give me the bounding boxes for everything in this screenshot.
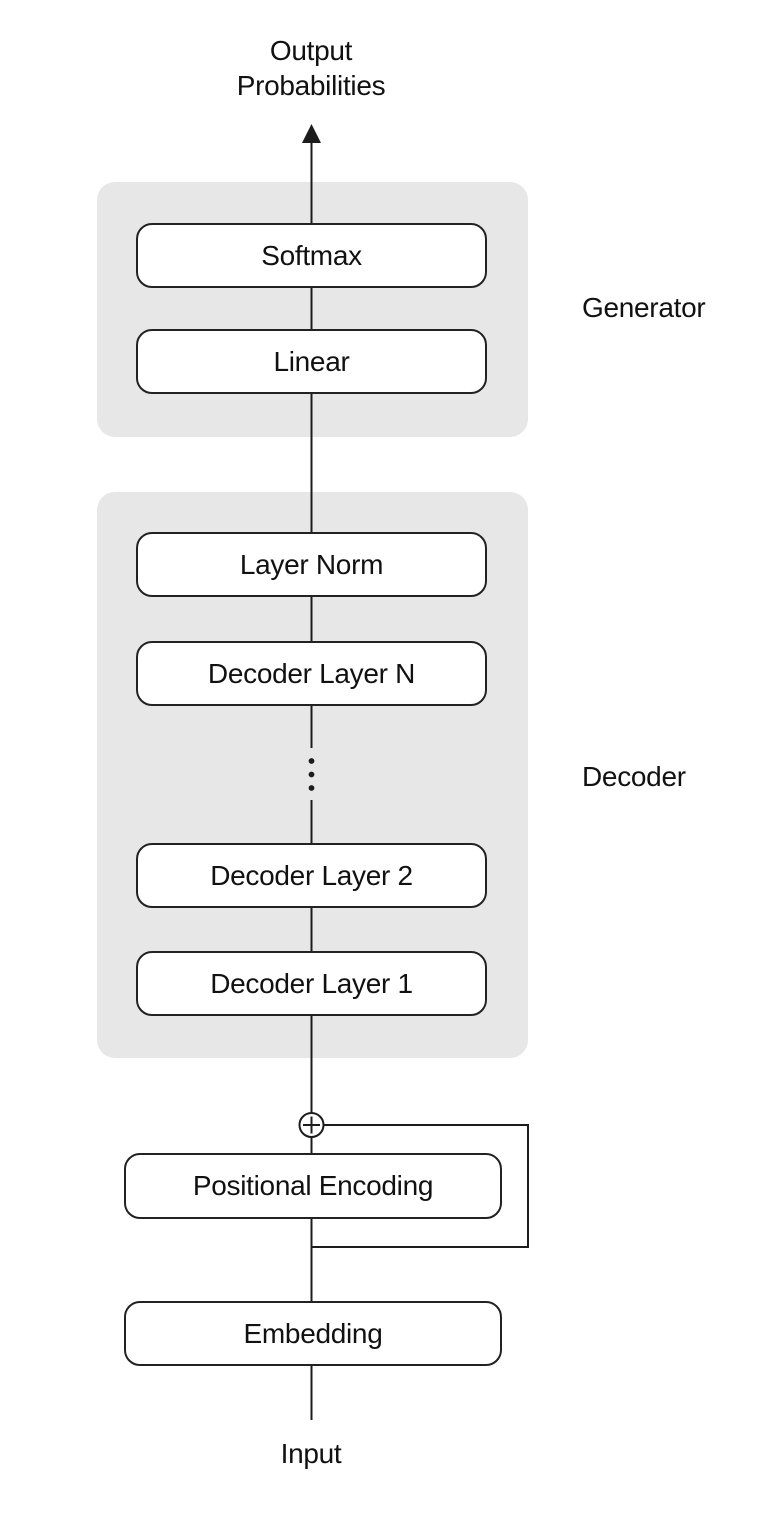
linear-box-label: Linear xyxy=(273,345,350,377)
decoder-layer-1-box-label: Decoder Layer 1 xyxy=(210,967,413,999)
vertical-ellipsis-icon xyxy=(308,758,315,791)
layer-norm-box: Layer Norm xyxy=(136,532,487,597)
skip-connection-line xyxy=(311,1124,529,1248)
softmax-box-label: Softmax xyxy=(261,239,362,271)
output-label-line1: Output xyxy=(269,35,353,66)
generator-label: Generator xyxy=(582,292,706,323)
positional-encoding-box: Positional Encoding xyxy=(124,1153,502,1219)
softmax-box: Softmax xyxy=(136,223,487,288)
embedding-box: Embedding xyxy=(124,1301,502,1366)
layer-norm-box-label: Layer Norm xyxy=(239,548,384,580)
decoder-layer-2-box-label: Decoder Layer 2 xyxy=(210,859,413,891)
linear-box: Linear xyxy=(136,329,487,394)
decoder-layer-2-box: Decoder Layer 2 xyxy=(136,843,487,908)
decoder-label: Decoder xyxy=(582,761,686,792)
plus-circle-icon xyxy=(298,1112,325,1138)
positional-encoding-box-label: Positional Encoding xyxy=(192,1170,434,1201)
decoder-layer-n-box-label: Decoder Layer N xyxy=(207,657,416,689)
embedding-box-label: Embedding xyxy=(243,1317,383,1349)
output-probabilities-label: Output Probabilities xyxy=(161,33,461,103)
arrow-up-icon xyxy=(302,124,321,143)
decoder-layer-n-box: Decoder Layer N xyxy=(136,641,487,706)
output-label-line2: Probabilities xyxy=(236,70,386,101)
input-label: Input xyxy=(280,1438,342,1469)
decoder-layer-1-box: Decoder Layer 1 xyxy=(136,951,487,1016)
